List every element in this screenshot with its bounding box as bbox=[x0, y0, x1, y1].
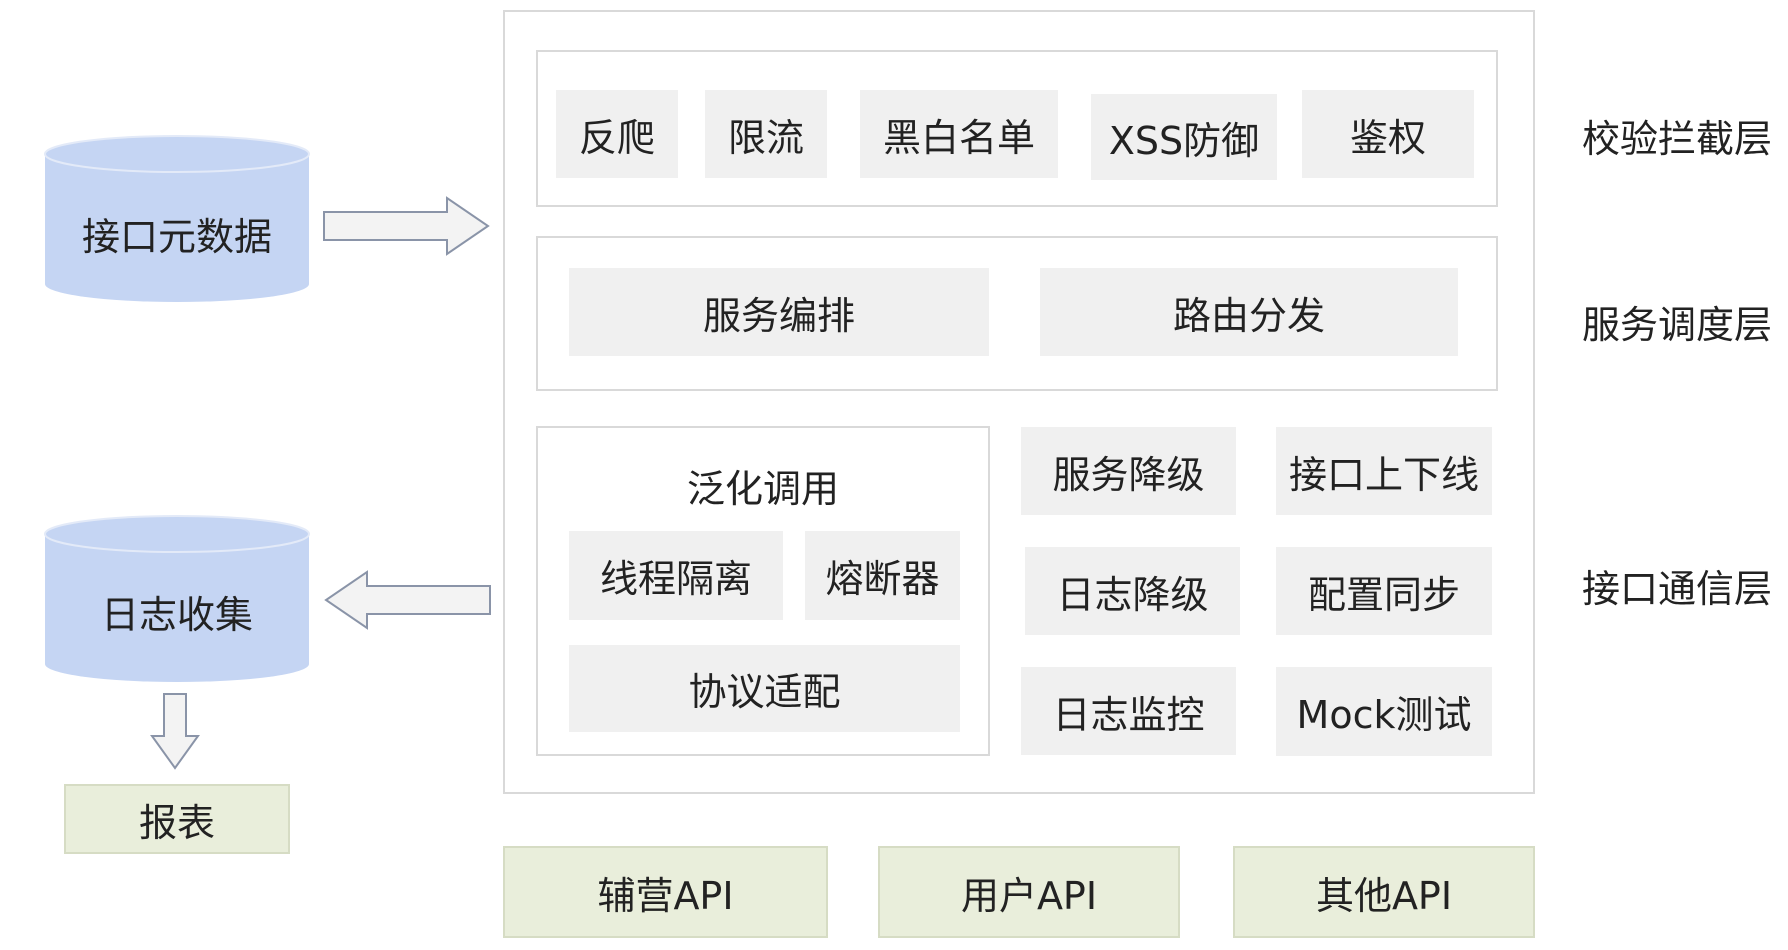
api-box-other: 其他API bbox=[1233, 846, 1535, 938]
cylinder-shape bbox=[44, 135, 310, 302]
layer-label-validation: 校验拦截层 bbox=[1582, 117, 1773, 161]
module-interface-online-offline: 接口上下线 bbox=[1276, 427, 1492, 515]
layer-label-communication: 接口通信层 bbox=[1582, 567, 1773, 611]
generic-call-title: 泛化调用 bbox=[686, 467, 839, 511]
module-protocol-adapter: 协议适配 bbox=[569, 645, 960, 732]
module-log-monitor: 日志监控 bbox=[1021, 667, 1236, 755]
module-thread-isolation: 线程隔离 bbox=[569, 531, 783, 620]
arrow-down-icon bbox=[150, 693, 200, 770]
module-blackwhite-list: 黑白名单 bbox=[860, 90, 1058, 178]
module-service-degrade: 服务降级 bbox=[1021, 427, 1236, 515]
arrow-left-icon bbox=[324, 570, 491, 630]
module-routing: 路由分发 bbox=[1040, 268, 1458, 356]
layer-label-scheduling: 服务调度层 bbox=[1582, 303, 1773, 347]
module-circuit-breaker: 熔断器 bbox=[805, 531, 960, 620]
metadata-cylinder: 接口元数据 bbox=[44, 134, 310, 304]
cylinder-shape bbox=[44, 515, 310, 682]
module-log-degrade: 日志降级 bbox=[1025, 547, 1240, 635]
api-box-auxiliary: 辅营API bbox=[503, 846, 828, 938]
api-box-user: 用户API bbox=[878, 846, 1180, 938]
metadata-label: 接口元数据 bbox=[81, 215, 272, 259]
module-orchestration: 服务编排 bbox=[569, 268, 989, 356]
module-config-sync: 配置同步 bbox=[1276, 547, 1492, 635]
arrow-right-icon bbox=[323, 196, 490, 256]
module-auth: 鉴权 bbox=[1302, 90, 1474, 178]
module-mock-test: Mock测试 bbox=[1276, 667, 1492, 756]
log-label: 日志收集 bbox=[100, 593, 253, 637]
report-box: 报表 bbox=[64, 784, 290, 854]
module-xss-defense: XSS防御 bbox=[1091, 94, 1277, 180]
module-rate-limit: 限流 bbox=[705, 90, 827, 178]
module-anti-crawler: 反爬 bbox=[556, 90, 678, 178]
log-cylinder: 日志收集 bbox=[44, 514, 310, 684]
